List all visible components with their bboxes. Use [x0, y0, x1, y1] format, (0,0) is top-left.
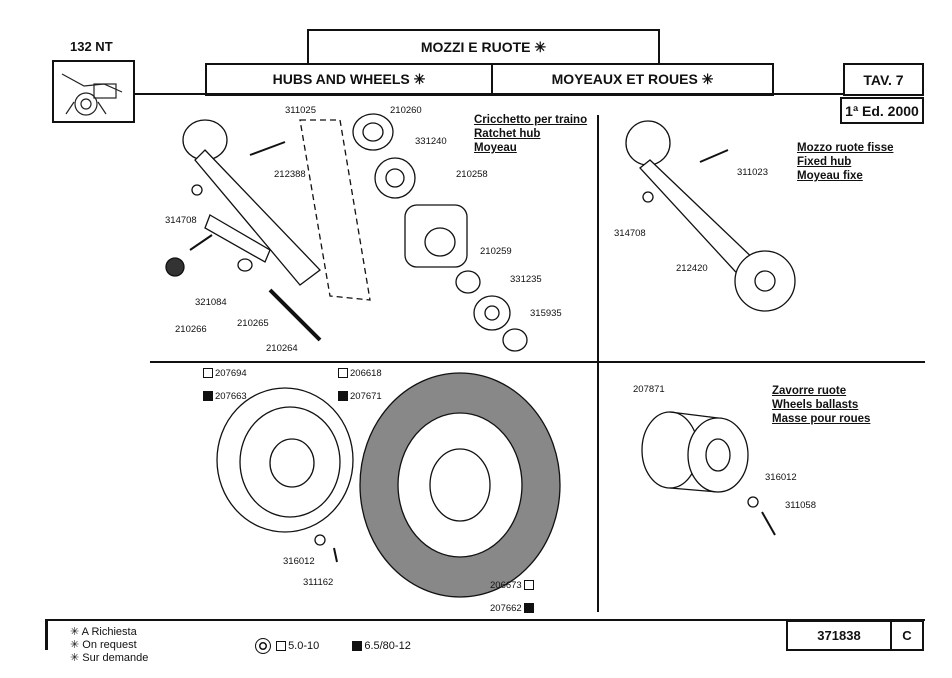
part-number: 331240 [415, 136, 447, 147]
part-number: 207663 [201, 391, 247, 402]
wheel-rim-drawing [216, 387, 354, 533]
wheel-icon [255, 638, 271, 654]
part-number: 206618 [336, 368, 382, 379]
model-label: 132 NT [70, 39, 113, 54]
part-number: 311162 [303, 577, 334, 588]
part-number: 206673 [490, 580, 536, 591]
catalog-code: 371838 [786, 620, 892, 651]
ballast-drawing [641, 411, 776, 536]
revision-code: C [890, 620, 924, 651]
legend-on-request: ✳ A Richiesta ✳ On request ✳ Sur demande [70, 626, 149, 664]
part-number: 316012 [283, 556, 315, 567]
part-number: 315935 [530, 308, 562, 319]
part-number: 314708 [165, 215, 197, 226]
title-french: MOYEAUX ET ROUES ✳ [491, 63, 774, 96]
part-number: 321084 [195, 297, 227, 308]
part-number: 212420 [676, 263, 708, 274]
part-number: 314708 [614, 228, 646, 239]
part-number: 212388 [274, 169, 306, 180]
part-number: 331235 [510, 274, 542, 285]
machine-thumbnail [52, 60, 135, 123]
part-number: 210265 [237, 318, 269, 329]
part-number: 207662 [490, 603, 536, 614]
part-number: 311023 [737, 167, 768, 178]
edition-label: 1ª Ed. 2000 [840, 97, 924, 124]
fixed-hub-drawing [625, 120, 796, 312]
tire-drawing [314, 372, 561, 598]
part-number: 210260 [390, 105, 422, 116]
tiller-icon [61, 73, 123, 116]
part-number: 210264 [266, 343, 298, 354]
part-number: 316012 [765, 472, 797, 483]
ratchet-hub-drawing [165, 113, 528, 352]
part-number: 207671 [336, 391, 382, 402]
part-number: 311058 [785, 500, 816, 511]
size-legend: 5.0-10 6.5/80-12 [255, 638, 411, 654]
part-number: 207694 [201, 368, 247, 379]
part-number: 210259 [480, 246, 512, 257]
part-number: 210266 [175, 324, 207, 335]
part-number: 207871 [633, 384, 665, 395]
part-number: 311025 [285, 105, 316, 116]
table-number: TAV. 7 [843, 63, 924, 96]
part-number: 210258 [456, 169, 488, 180]
